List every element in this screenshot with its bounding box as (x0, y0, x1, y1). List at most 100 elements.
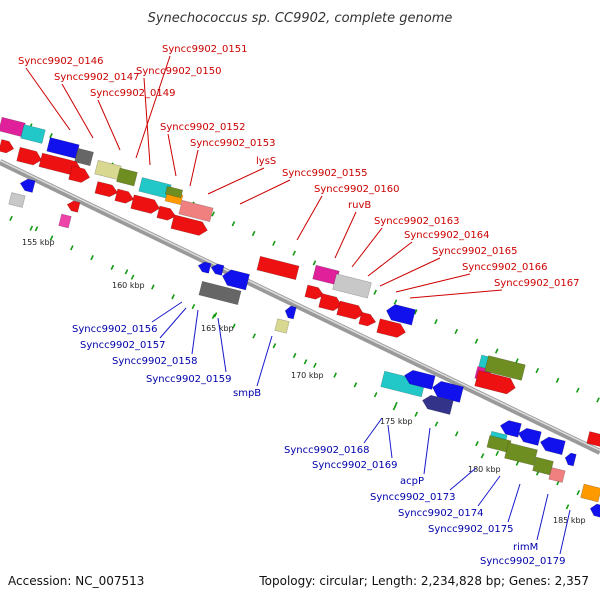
forward-gene-label: Syncc9902_0155 (282, 168, 368, 179)
reverse-leader-line (151, 301, 183, 323)
reverse-gene-label: Syncc9902_0156 (72, 324, 158, 335)
gene-arrow (16, 146, 43, 166)
forward-leader-line (334, 211, 357, 259)
forward-gene-label: Syncc9902_0153 (190, 138, 276, 149)
reverse-leader-line (507, 483, 521, 523)
gene-features (0, 116, 600, 518)
gene-arrow (564, 452, 577, 467)
reverse-leader-line (449, 467, 477, 491)
gene-arrow (170, 214, 208, 236)
gene-labels: Syncc9902_0146Syncc9902_0147Syncc9902_01… (18, 44, 580, 567)
tick-mark (292, 352, 297, 359)
kbp-tick-mark (34, 226, 39, 232)
tick-mark (474, 338, 479, 344)
tick-mark (312, 260, 317, 266)
forward-leader-line (97, 99, 121, 151)
gene-arrow (376, 318, 406, 338)
forward-leader-line (351, 227, 383, 268)
forward-gene-label: Syncc9902_0146 (18, 56, 104, 67)
gene-arrow (589, 503, 600, 518)
tick-mark (596, 397, 600, 403)
forward-leader-line (296, 195, 323, 241)
kbp-label: 160 kbp (112, 281, 145, 290)
tick-mark (29, 225, 34, 231)
tick-mark (171, 294, 175, 300)
forward-leader-line (167, 133, 177, 177)
gene-arrow (504, 442, 538, 466)
tick-mark (251, 230, 256, 237)
forward-leader-line (61, 83, 94, 139)
gene-arrow (256, 255, 300, 281)
tick-mark (211, 211, 215, 217)
gene-arrow (318, 293, 343, 312)
forward-leader-line (395, 273, 471, 293)
gene-arrow (116, 167, 138, 187)
forward-gene-label: lysS (256, 156, 276, 167)
kbp-label: 185 kbp (553, 516, 586, 525)
gene-arrow (164, 185, 184, 199)
backbone-line (0, 159, 600, 455)
forward-leader-line (409, 289, 503, 299)
kbp-tick-mark (213, 312, 218, 318)
tick-mark (70, 245, 74, 251)
forward-gene-label: Syncc9902_0150 (136, 66, 222, 77)
tick-mark (191, 303, 196, 310)
gene-arrow (114, 188, 135, 204)
gene-arrow (210, 263, 225, 276)
gene-arrow (222, 269, 250, 291)
kbp-label: 170 kbp (291, 371, 324, 380)
gene-arrow (358, 311, 377, 327)
tick-mark (130, 274, 135, 280)
reverse-leader-line (159, 307, 187, 339)
tick-mark (151, 284, 155, 290)
gene-arrow (178, 199, 214, 223)
reverse-leader-line (191, 309, 199, 355)
kbp-label: 180 kbp (468, 465, 501, 474)
tick-mark (393, 299, 398, 305)
tick-mark (434, 319, 438, 325)
gene-arrow (74, 147, 94, 167)
gene-arrow (386, 304, 416, 326)
tick-mark (90, 254, 94, 261)
kbp-tick-mark (565, 504, 570, 510)
tick-mark (413, 309, 418, 315)
forward-gene-label: ruvB (348, 200, 371, 211)
tick-mark (515, 358, 519, 364)
forward-leader-line (239, 179, 291, 205)
gene-arrow (336, 300, 365, 320)
forward-leader-line (379, 257, 441, 287)
forward-leader-line (25, 67, 71, 131)
tick-mark (252, 333, 256, 339)
forward-gene-label: Syncc9902_0166 (462, 262, 548, 273)
tick-mark (555, 377, 560, 383)
reverse-gene-label: Syncc9902_0175 (428, 524, 514, 535)
gene-arrow (474, 369, 516, 395)
reverse-gene-label: Syncc9902_0158 (112, 356, 198, 367)
kbp-tick-mark (124, 269, 129, 275)
reverse-gene-label: acpP (400, 476, 424, 487)
reverse-gene-label: Syncc9902_0169 (312, 460, 398, 471)
tick-mark (434, 421, 439, 427)
gene-arrow (304, 284, 325, 300)
gene-arrow (20, 124, 46, 144)
gene-arrow (58, 213, 72, 229)
map-title: Synechococcus sp. CC9902, complete genom… (148, 11, 453, 26)
forward-gene-label: Syncc9902_0147 (54, 72, 140, 83)
genome-backbone (0, 159, 600, 455)
gene-arrow (66, 200, 81, 213)
accession-text: Accession: NC_007513 (8, 574, 144, 588)
tick-mark (272, 343, 277, 349)
tick-mark (292, 250, 296, 256)
backbone-highlight (0, 159, 600, 452)
kbp-tick-mark (392, 405, 397, 411)
tick-mark (272, 240, 276, 246)
gene-arrow (548, 467, 566, 483)
tick-mark (313, 362, 317, 368)
kbp-tick-mark (303, 359, 308, 365)
gene-arrow (432, 380, 464, 403)
gene-arrow (0, 139, 15, 154)
gene-arrow (8, 192, 26, 208)
